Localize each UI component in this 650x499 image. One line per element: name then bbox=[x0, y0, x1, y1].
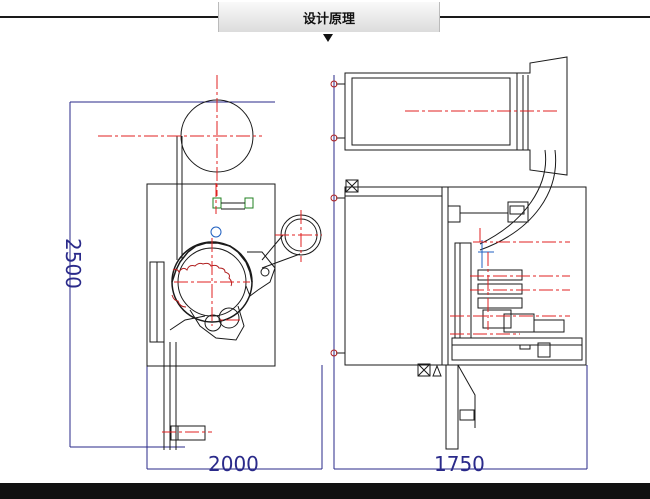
dimension-lines-left bbox=[69, 101, 323, 470]
centerlines-right bbox=[405, 110, 570, 335]
dimension-width-left-label: 2000 bbox=[208, 452, 259, 476]
right-view bbox=[330, 56, 588, 470]
dimension-height-label: 2500 bbox=[61, 238, 85, 289]
title-tab: 设计原理 bbox=[218, 2, 440, 32]
triangle-down-icon bbox=[323, 34, 333, 42]
header-band: 设计原理 bbox=[0, 0, 650, 42]
page-title: 设计原理 bbox=[302, 12, 355, 27]
main-frame-right bbox=[344, 186, 587, 366]
frame-base-left bbox=[146, 183, 276, 367]
dimension-width-right-label: 1750 bbox=[434, 452, 485, 476]
footer-bar bbox=[0, 483, 650, 499]
centerlines-left bbox=[98, 75, 322, 433]
left-view bbox=[69, 99, 323, 470]
